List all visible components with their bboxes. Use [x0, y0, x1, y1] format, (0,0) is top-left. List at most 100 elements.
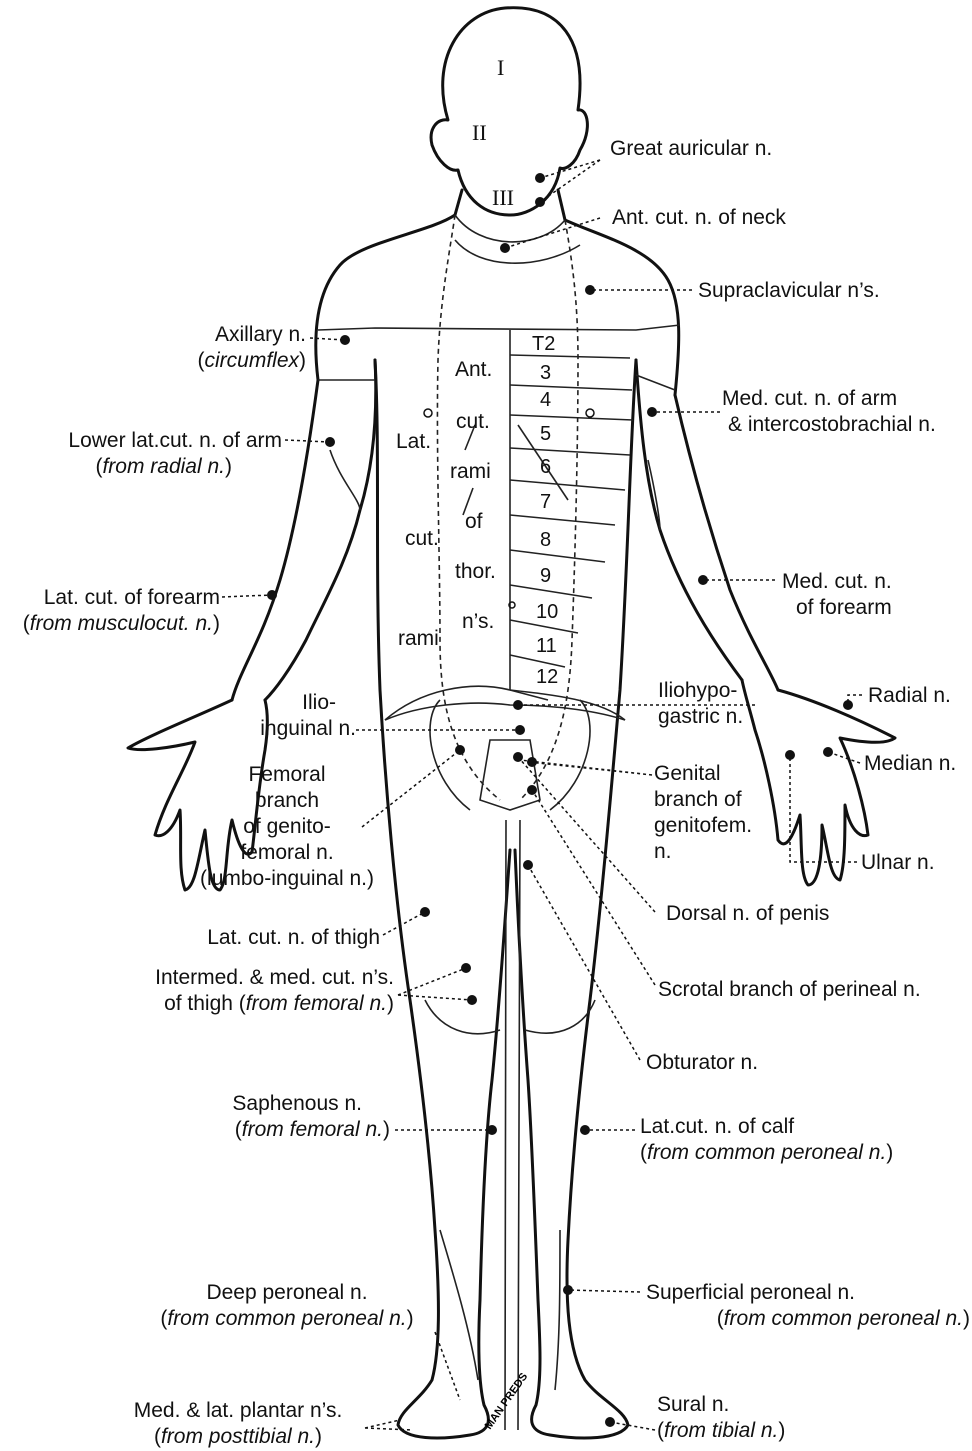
label-intermed-line2: of thigh (from femoral n.): [164, 992, 394, 1015]
trunk-ns: n’s.: [462, 610, 494, 633]
dermatome-11: 11: [536, 635, 557, 657]
dermatome-10: 10: [536, 601, 558, 623]
nipple-marks: [423, 408, 595, 609]
trunk-rami: rami: [450, 460, 491, 483]
dermatome-8: 8: [540, 529, 551, 551]
label-iliohypogastric-line2: gastric n.: [658, 705, 744, 728]
label-ilio-inguinal-line1: Ilio-: [302, 691, 336, 714]
label-ulnar: Ulnar n.: [861, 851, 935, 874]
label-lat-cut-thigh: Lat. cut. n. of thigh: [207, 926, 380, 949]
body-outline: [126, 6, 897, 1440]
label-scrotal: Scrotal branch of perineal n.: [658, 978, 921, 1001]
label-genital-branch: Genital branch of genitofem. n.: [654, 761, 752, 865]
label-ilio-inguinal: Ilio- inguinal n.: [260, 690, 356, 742]
dermatome-12: 12: [536, 666, 558, 688]
dashed-boundaries: [436, 214, 579, 801]
label-plantar-line1: Med. & lat. plantar n’s.: [133, 1399, 343, 1422]
label-med-cut-arm-line1: Med. cut. n. of arm: [722, 387, 898, 410]
face-division-3: III: [492, 185, 514, 210]
label-femoral-branch: Femoral branch of genito- femoral n. (lu…: [182, 762, 392, 892]
nerve-dots: [267, 173, 853, 1427]
torso-outline: [314, 213, 681, 397]
label-sural: Sural n. (from tibial n.): [657, 1392, 785, 1444]
label-genital-branch-line3: genitofem.: [654, 814, 753, 837]
rib-strokes: [462, 424, 569, 516]
label-deep-peroneal: Deep peroneal n. (from common peroneal n…: [132, 1280, 442, 1332]
label-obturator: Obturator n.: [646, 1051, 759, 1074]
label-lat-cut-forearm-line2: (from musculocut. n.): [22, 612, 220, 635]
label-saphenous-line2-italic: from femoral n.: [241, 1118, 383, 1141]
label-lower-lat-arm-line2: (from radial n.): [95, 455, 232, 478]
trunk-thor: thor.: [455, 560, 496, 583]
label-saphenous-line1: Saphenous n.: [232, 1092, 362, 1115]
dermatome-7: 7: [540, 491, 551, 513]
label-supraclavicular: Supraclavicular n’s.: [698, 279, 880, 302]
label-med-cut-forearm: Med. cut. n. of forearm: [782, 569, 892, 621]
label-great-auricular: Great auricular n.: [610, 137, 773, 160]
leader-lines: [221, 159, 862, 1431]
left-arm-outline: [230, 358, 378, 702]
label-femoral-branch-line1: Femoral: [248, 763, 326, 786]
label-plantar-line2: (from posttibial n.): [153, 1425, 323, 1448]
dermatome-4: 4: [540, 389, 551, 411]
right-hand-outline: [740, 678, 897, 887]
trunk-ant: Ant.: [455, 358, 492, 381]
label-superficial-peroneal-line2: (from common peroneal n.): [716, 1307, 970, 1330]
label-lower-lat-arm-line1: Lower lat.cut. n. of arm: [68, 429, 282, 452]
label-genital-branch-line1: Genital: [654, 762, 721, 785]
label-radial: Radial n.: [868, 684, 951, 707]
label-superficial-peroneal-line2-italic: from common peroneal n.: [723, 1307, 963, 1330]
label-axillary-line2: (circumflex): [197, 349, 306, 372]
label-deep-peroneal-line2-italic: from common peroneal n.: [167, 1307, 407, 1330]
dermatome-5: 5: [540, 423, 551, 445]
label-plantar: Med. & lat. plantar n’s. (from posttibia…: [110, 1398, 366, 1450]
label-saphenous-line2: (from femoral n.): [234, 1118, 390, 1141]
label-intermed-line2-prefix: of thigh (: [164, 992, 246, 1015]
region-lines: [317, 214, 681, 1431]
label-lat-cut-calf-line1: Lat.cut. n. of calf: [640, 1115, 795, 1138]
label-lower-lat-arm-line2-italic: from radial n.: [102, 455, 225, 478]
label-intermed-line1: Intermed. & med. cut. n’s.: [155, 966, 394, 989]
trunk-of: of: [465, 510, 483, 533]
dermatome-6: 6: [540, 456, 551, 478]
label-lat-cut-forearm: Lat. cut. of forearm (from musculocut. n…: [23, 585, 220, 637]
left-hand-outline: [126, 698, 269, 892]
label-lat-cut-forearm-line1: Lat. cut. of forearm: [43, 586, 220, 609]
label-med-cut-forearm-line1: Med. cut. n.: [782, 570, 892, 593]
label-femoral-branch-line2: branch: [254, 789, 320, 812]
label-axillary-line1: Axillary n.: [214, 323, 306, 346]
label-sural-line2-italic: from tibial n.: [664, 1419, 779, 1442]
right-leg-outline: [513, 358, 638, 1440]
label-median: Median n.: [864, 752, 957, 775]
trunk-lat-rami: rami: [398, 627, 439, 650]
label-lower-lat-arm: Lower lat.cut. n. of arm (from radial n.…: [68, 428, 282, 480]
label-genital-branch-line4: n.: [654, 840, 672, 863]
label-deep-peroneal-line2: (from common peroneal n.): [160, 1307, 414, 1330]
label-sural-line2: (from tibial n.): [657, 1419, 786, 1442]
label-axillary-line2-italic: circumflex: [204, 349, 299, 372]
label-genital-branch-line2: branch of: [654, 788, 742, 811]
label-superficial-peroneal: Superficial peroneal n. (from common per…: [640, 1280, 970, 1332]
dermatome-3: 3: [540, 362, 551, 384]
left-leg-outline: [373, 358, 512, 1440]
label-iliohypogastric-line1: Iliohypo-: [658, 679, 738, 702]
label-lat-cut-calf-line2: (from common peroneal n.): [640, 1141, 894, 1164]
face-division-1: I: [497, 55, 504, 80]
artist-signature: MAN PREDS: [483, 1371, 531, 1432]
trunk-lat: Lat.: [396, 430, 431, 453]
label-intermed-line2-italic: from femoral n.: [245, 992, 387, 1015]
label-superficial-peroneal-line1: Superficial peroneal n.: [646, 1281, 855, 1304]
label-sural-line1: Sural n.: [657, 1393, 730, 1416]
face-division-2: II: [472, 120, 487, 145]
label-ant-cut-neck: Ant. cut. n. of neck: [612, 206, 786, 229]
label-lat-cut-calf: Lat.cut. n. of calf (from common peronea…: [640, 1114, 893, 1166]
dermatome-9: 9: [540, 565, 551, 587]
label-saphenous: Saphenous n. (from femoral n.): [232, 1091, 390, 1143]
label-intermed-med-cut: Intermed. & med. cut. n’s. of thigh (fro…: [155, 965, 394, 1017]
label-femoral-branch-line3: of genito-: [243, 815, 331, 838]
trunk-lat-cut: cut.: [405, 527, 439, 550]
trunk-cut: cut.: [456, 410, 490, 433]
label-med-cut-forearm-line2: of forearm: [796, 596, 892, 619]
